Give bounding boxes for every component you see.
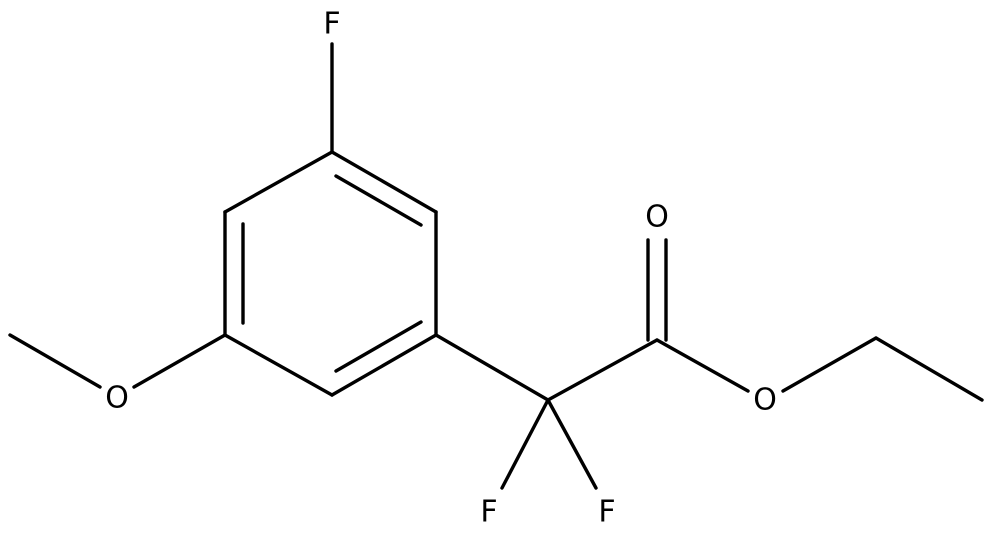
ring-bond-top-right-inner — [334, 174, 423, 227]
atom-label-fluorine-alpha-left: F — [480, 495, 497, 530]
bond-ch2-to-ch3 — [874, 336, 984, 402]
bond-ring-to-methoxy-oxygen — [132, 333, 227, 389]
bond-ring-to-cf2-carbon — [434, 333, 550, 402]
atom-label-oxygen-methoxy: O — [105, 381, 129, 416]
bond-carbonyl-to-ester-oxygen — [655, 338, 750, 393]
ring-bond-top-right — [330, 150, 438, 214]
bond-cf2-to-carbonyl-carbon — [546, 338, 659, 402]
bond-cf2-to-fluorine-right — [546, 398, 598, 490]
bond-methoxy-oxygen-to-methyl — [8, 333, 102, 389]
ring-bond-bottom-right-inner — [334, 320, 423, 373]
benzene-ring — [223, 150, 438, 397]
ring-bond-bottom-right — [330, 333, 438, 397]
ring-bond-bottom-left — [223, 333, 334, 397]
bond-cf2-to-fluorine-left — [500, 398, 550, 490]
atom-label-fluorine-ring: F — [323, 7, 340, 42]
ring-bond-top-left — [223, 150, 334, 214]
atom-label-oxygen-ester: O — [753, 383, 777, 418]
atom-label-oxygen-carbonyl: O — [645, 200, 669, 235]
atom-label-fluorine-alpha-right: F — [598, 495, 615, 530]
bond-ester-oxygen-to-ch2 — [781, 336, 878, 393]
